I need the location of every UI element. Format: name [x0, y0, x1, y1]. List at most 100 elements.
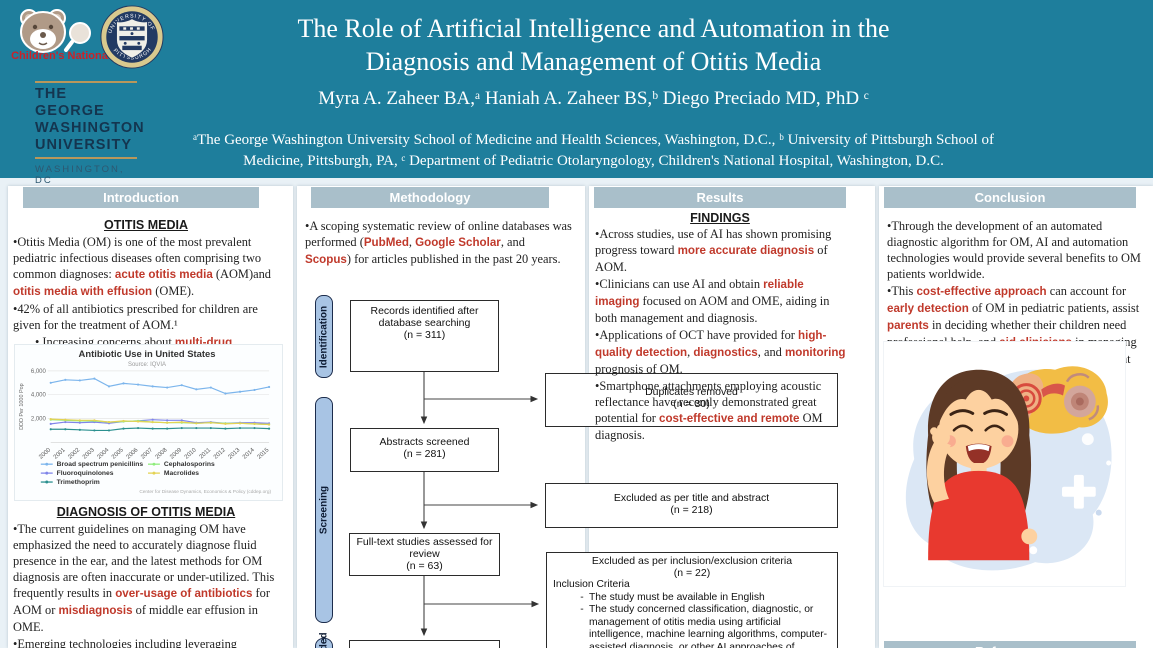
svg-text:Trimethoprim: Trimethoprim	[57, 479, 100, 486]
ear-pain-illustration-svg	[884, 342, 1123, 584]
gwu-line4: WASHINGTON, DC	[35, 164, 125, 186]
svg-text:2010: 2010	[184, 447, 198, 461]
svg-text:2012: 2012	[213, 447, 227, 460]
results-text-block: •Across studies, use of AI has shown pro…	[595, 226, 851, 444]
svg-text:2014: 2014	[242, 447, 256, 461]
svg-text:2,000: 2,000	[31, 417, 47, 423]
flow-box-fulltext-text: Full-text studies assessed for review	[356, 536, 493, 560]
results-paragraph-2: •Clinicians can use AI and obtain reliab…	[595, 277, 830, 325]
flow-box-excluded-ta-n: (n = 218)	[670, 504, 713, 516]
flow-stage-screening: Screening	[315, 397, 333, 623]
results-subhead-findings: FINDINGS	[690, 211, 750, 225]
svg-text:2009: 2009	[169, 447, 183, 461]
svg-text:2001: 2001	[53, 447, 67, 461]
flow-box-fulltext-assessed: Full-text studies assessed for review (n…	[349, 533, 500, 576]
svg-text:Broad spectrum penicillins: Broad spectrum penicillins	[57, 461, 144, 468]
svg-text:2013: 2013	[228, 447, 242, 461]
methodology-text-block: •A scoping systematic review of online d…	[305, 218, 573, 269]
svg-text:4,000: 4,000	[31, 393, 47, 399]
intro-paragraph-1: •Otitis Media (OM) is one of the most pr…	[13, 235, 271, 298]
intro-subhead-diagnosis: DIAGNOSIS OF OTITIS MEDIA	[56, 505, 236, 519]
poster-header-band: The Role of Artificial Intelligence and …	[0, 0, 1153, 186]
results-paragraph-3: •Applications of OCT have provided for h…	[595, 328, 846, 376]
svg-text:2011: 2011	[199, 447, 213, 460]
svg-text:DDD Per 1000 Pop: DDD Per 1000 Pop	[19, 383, 25, 430]
svg-text:2006: 2006	[126, 447, 140, 461]
gwu-line3: UNIVERSITY	[35, 137, 133, 153]
flow-box-duplicates-n: (n = 30)	[673, 398, 710, 410]
childrens-national-wordmark: Children's National	[11, 50, 111, 62]
flow-stage-identification: Identification	[315, 295, 333, 378]
svg-text:Cephalosporins: Cephalosporins	[164, 461, 215, 468]
conclusion-paragraph-1: •Through the development of an automated…	[887, 219, 1141, 281]
svg-text:2008: 2008	[155, 447, 169, 461]
girl-group	[926, 369, 1038, 561]
inclusion-criteria-item: - The study must be available in English	[553, 592, 831, 605]
results-paragraph-1: •Across studies, use of AI has shown pro…	[595, 227, 832, 274]
section-header-results: Results	[594, 187, 846, 208]
section-header-conclusion: Conclusion	[884, 187, 1136, 208]
svg-text:Fluoroquinolones: Fluoroquinolones	[57, 470, 114, 477]
intro-paragraph-2: •42% of all antibiotics prescribed for c…	[13, 302, 258, 332]
section-header-references: References	[884, 641, 1136, 648]
flow-box-records-identified: Records identified after database search…	[350, 300, 499, 372]
poster-title-line1: The Role of Artificial Intelligence and …	[297, 14, 890, 43]
svg-text:Center for Disease Dynamics, E: Center for Disease Dynamics, Economics &…	[139, 489, 271, 495]
flow-box-excluded-ta-text: Excluded as per title and abstract	[613, 492, 770, 504]
diagnosis-paragraph-2: •Emerging technologies including leverag…	[13, 637, 237, 648]
svg-text:6,000: 6,000	[31, 369, 47, 375]
flow-box-records-n: (n = 311)	[403, 329, 446, 341]
results-paragraph-4: •Smartphone attachments employing acoust…	[595, 379, 823, 442]
intro-subhead-otitis-media: OTITIS MEDIA	[103, 218, 189, 232]
flow-box-duplicates-text: Duplicates removed	[645, 386, 738, 398]
svg-text:2005: 2005	[111, 447, 125, 461]
affiliation-line1: ᵃThe George Washington University School…	[193, 132, 994, 148]
childrens-national-logo-icon	[20, 9, 91, 53]
flow-stage-identification-label: Identification	[318, 305, 330, 368]
gwu-logo: THE GEORGE WASHINGTON UNIVERSITY WASHING…	[35, 78, 145, 186]
poster-title-line2: Diagnosis and Management of Otitis Media	[365, 47, 822, 76]
flow-box-fulltext-n: (n = 63)	[406, 560, 443, 572]
svg-text:Macrolides: Macrolides	[164, 470, 199, 477]
flow-box-excluded-crit-n: (n = 22)	[673, 567, 711, 579]
svg-text:2002: 2002	[67, 447, 81, 460]
ear-pain-illustration	[883, 341, 1126, 587]
flow-stage-included-label: Included	[319, 632, 330, 648]
svg-text:2003: 2003	[82, 447, 96, 461]
intro-text-block: •Otitis Media (OM) is one of the most pr…	[13, 234, 281, 369]
flow-box-excluded-crit-text: Excluded as per inclusion/exclusion crit…	[591, 555, 793, 567]
affiliation-line2: Medicine, Pittsburgh, PA, ᶜ Department o…	[243, 153, 944, 169]
affiliations: ᵃThe George Washington University School…	[34, 130, 1153, 172]
flow-box-included-partial	[349, 640, 500, 648]
svg-text:2004: 2004	[96, 447, 110, 461]
inclusion-item-2-text: The study concerned classification, diag…	[589, 604, 828, 648]
inclusion-criteria-title: Inclusion Criteria	[553, 579, 630, 590]
section-header-introduction: Introduction	[23, 187, 259, 208]
dash-marker: -	[580, 591, 584, 603]
flow-box-duplicates-removed: Duplicates removed (n = 30)	[545, 373, 838, 427]
flow-box-records-text: Records identified after database search…	[370, 305, 479, 329]
gwu-line2: WASHINGTON	[35, 120, 145, 136]
flow-stage-included: Included	[315, 632, 333, 648]
svg-text:Antibiotic Use in United State: Antibiotic Use in United States	[79, 348, 216, 359]
flow-box-abstracts-text: Abstracts screened	[379, 436, 470, 448]
svg-text:2000: 2000	[38, 447, 52, 461]
gwu-line1: THE GEORGE	[35, 86, 105, 119]
svg-text:2015: 2015	[257, 447, 271, 461]
inclusion-criteria-item: - The study concerned classification, di…	[553, 604, 831, 648]
flow-box-abstracts-screened: Abstracts screened (n = 281)	[350, 428, 499, 472]
svg-text:2007: 2007	[140, 447, 154, 460]
gwu-rule-top	[35, 81, 137, 83]
flow-box-excluded-criteria: Excluded as per inclusion/exclusion crit…	[546, 552, 838, 648]
authors-line: Myra A. Zaheer BA,ᵃ Haniah A. Zaheer BS,…	[318, 88, 869, 109]
svg-text:Source: IQVIA: Source: IQVIA	[128, 362, 166, 368]
inclusion-criteria-block: Inclusion Criteria - The study must be a…	[553, 579, 831, 648]
section-header-methodology: Methodology	[311, 187, 549, 208]
gwu-rule-bottom	[35, 157, 137, 159]
inclusion-item-1-text: The study must be available in English	[589, 591, 765, 603]
header-text-block: The Role of Artificial Intelligence and …	[0, 0, 1153, 172]
pitt-seal-icon: UNIVERSITY OF PITTSBURGH	[100, 5, 164, 69]
